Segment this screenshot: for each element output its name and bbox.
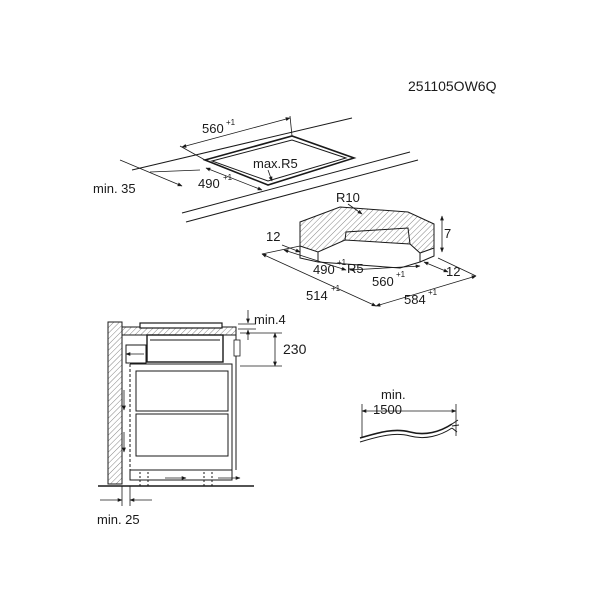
countertop-cutout-view: 560 +1 490 +1 min. 35 max.R5	[93, 115, 419, 223]
frame-outer-width: 584	[404, 292, 426, 307]
diagram-code: 251105OW6Q	[408, 78, 497, 94]
power-cable	[359, 423, 453, 439]
wall	[107, 321, 123, 485]
cable-wire-ends	[451, 419, 460, 433]
cabinet-body	[130, 363, 233, 471]
frame-outer-depth-tol: +1	[331, 284, 341, 293]
cutout-width: 560	[202, 121, 224, 136]
frame-inner-depth-tol: +1	[337, 258, 347, 267]
cabinet-section-view: min.4 230 min. 25	[97, 310, 307, 527]
frame-outer-depth: 514	[306, 288, 328, 303]
section-min-gap: min.4	[254, 312, 286, 327]
cutout-depth: 490	[198, 176, 220, 191]
frame-radius-outer: R10	[336, 190, 360, 205]
cable-min-label: min.	[381, 387, 406, 402]
frame-step-height: 7	[444, 226, 451, 241]
frame-radius-inner: R5	[347, 261, 364, 276]
section-min-bottom: min. 25	[97, 512, 140, 527]
frame-inner-depth: 490	[313, 262, 335, 277]
frame-step-right: 12	[446, 264, 460, 279]
cable-min-value: 1500	[373, 402, 402, 417]
cutout-min-front: min. 35	[93, 181, 136, 196]
frame-step-left: 12	[266, 229, 280, 244]
frame-profile-view: R10 12 7 490 +1 R5 560 +1 12 514 +1 584 …	[261, 190, 477, 307]
cutout-corner-radius: max.R5	[253, 156, 298, 171]
hob-glass	[139, 322, 223, 329]
hob-body	[146, 334, 224, 363]
cutout-depth-tol: +1	[223, 173, 233, 182]
frame-cross-section	[299, 206, 435, 254]
frame-inner-width: 560	[372, 274, 394, 289]
drawer-upper	[135, 370, 229, 412]
frame-outer-width-tol: +1	[428, 288, 438, 297]
cutout-width-tol: +1	[226, 118, 236, 127]
drawer-lower	[135, 413, 229, 457]
power-cable-view: min. 1500	[359, 387, 460, 443]
section-height: 230	[283, 341, 307, 357]
frame-inner-width-tol: +1	[396, 270, 406, 279]
